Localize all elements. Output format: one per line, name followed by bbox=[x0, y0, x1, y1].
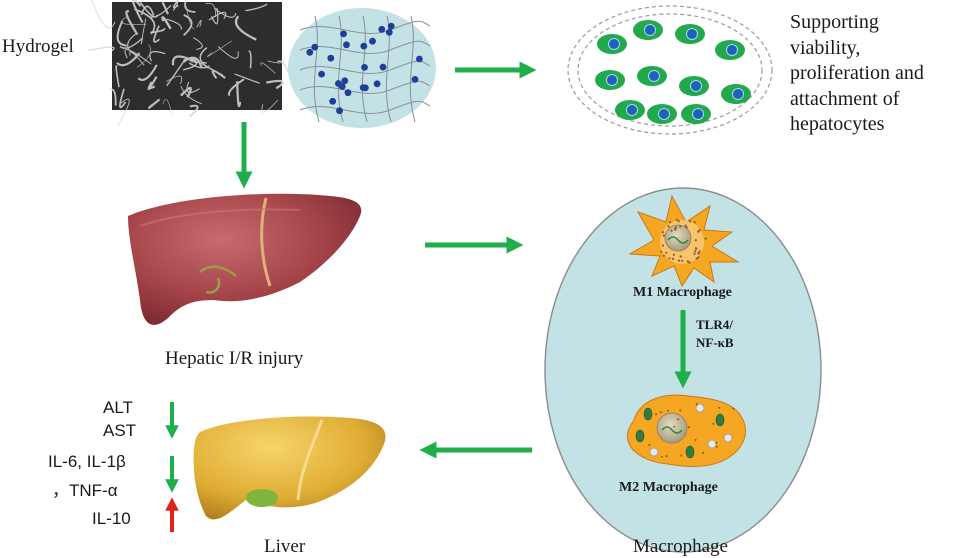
injured-liver-illustration bbox=[128, 193, 362, 325]
m2-macrophage-label: M2 Macrophage bbox=[619, 480, 718, 495]
m1-macrophage-cell bbox=[628, 194, 740, 288]
hepatocyte-support-label: Supporting viability, proliferation and … bbox=[790, 10, 924, 138]
macrophage-label: Macrophage bbox=[633, 536, 728, 557]
m2-macrophage-cell bbox=[627, 394, 746, 467]
hepatocyte-culture-illustration bbox=[567, 5, 773, 135]
support-line-3: proliferation and bbox=[790, 62, 924, 84]
tlr4-nfkb-label: TLR4/ NF-κB bbox=[696, 316, 734, 352]
support-line-4: attachment of bbox=[790, 87, 900, 110]
pathway-line-2: NF-κB bbox=[696, 335, 734, 350]
hydrogel-network-illustration bbox=[288, 8, 436, 128]
support-line-2: viability, bbox=[790, 36, 861, 59]
tnf-label: ，TNF-α bbox=[52, 481, 118, 500]
ast-label: AST bbox=[103, 421, 137, 440]
liver-label: Liver bbox=[264, 536, 306, 557]
il10-label: IL-10 bbox=[92, 509, 131, 528]
il6-il1b-label: IL-6, IL-1β bbox=[48, 452, 126, 471]
sem-hydrogel-image bbox=[88, 0, 291, 127]
m1-macrophage-label: M1 Macrophage bbox=[633, 285, 732, 300]
hepatic-injury-label: Hepatic I/R injury bbox=[165, 348, 304, 369]
hydrogel-label: Hydrogel bbox=[2, 36, 74, 57]
alt-label: ALT bbox=[103, 398, 133, 417]
pathway-line-1: TLR4/ bbox=[696, 317, 733, 332]
healthy-liver-illustration bbox=[193, 416, 386, 520]
support-line-5: hepatocytes bbox=[790, 113, 885, 135]
support-line-1: Supporting bbox=[790, 11, 879, 33]
